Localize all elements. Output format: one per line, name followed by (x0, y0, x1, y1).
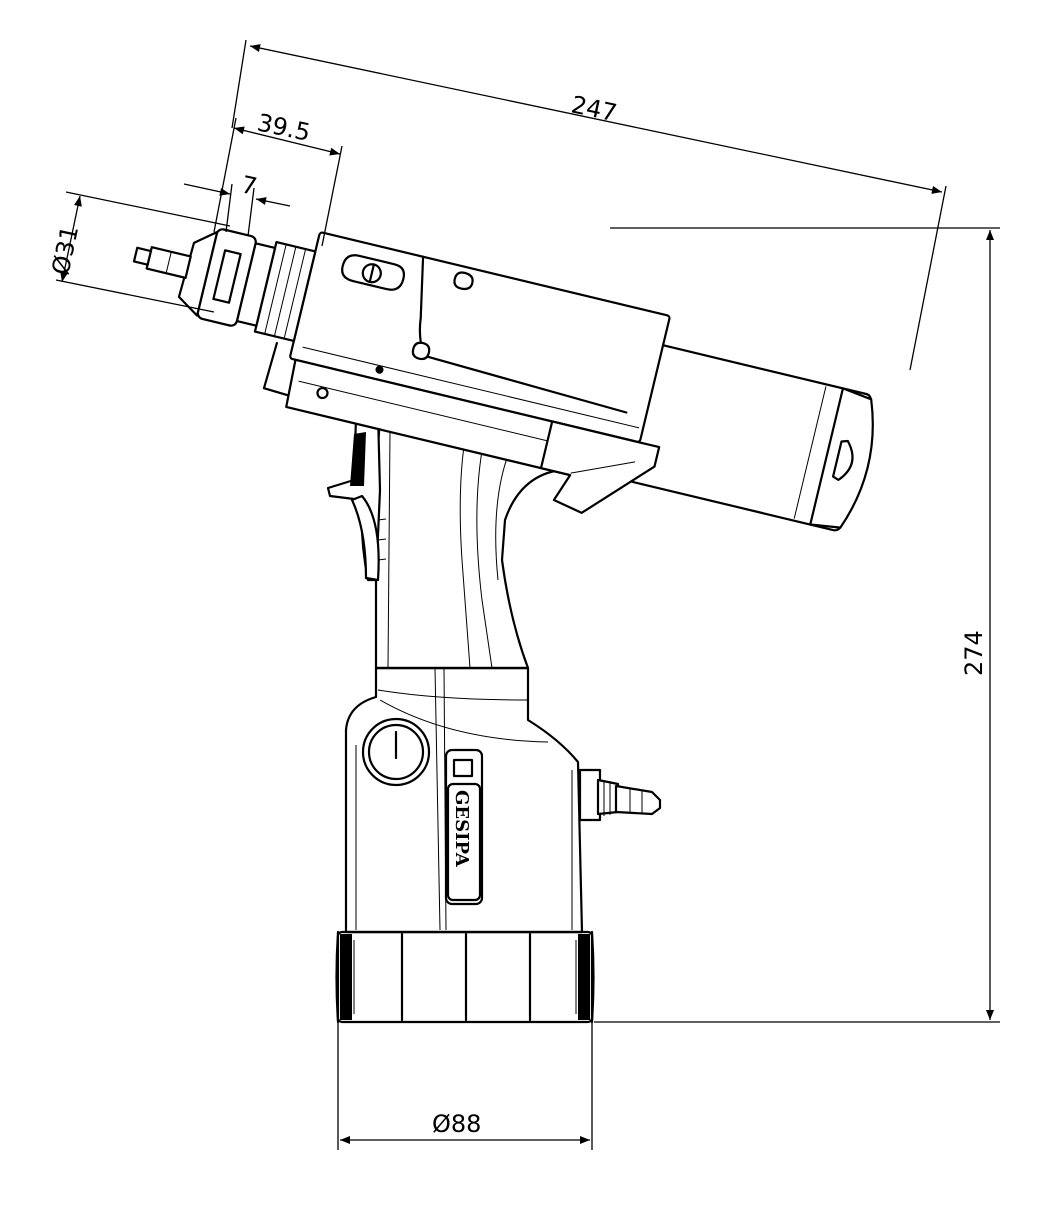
base-collar (335, 930, 595, 1024)
brand-logo-text: GESIPA (451, 790, 472, 868)
brand-plate: GESIPA (444, 748, 484, 906)
dim-label-7: 7 (239, 170, 260, 201)
nose-piece (132, 228, 317, 343)
tool-outline: GESIPA (132, 228, 874, 1024)
dim-base-diameter: Ø88 (337, 1022, 593, 1150)
dim-overall-height: 274 (594, 227, 1000, 1023)
dim-label-d88: Ø88 (432, 1110, 481, 1138)
dim-nose-length: 7 (183, 170, 291, 237)
air-inlet-fitting (578, 768, 662, 822)
release-knob (361, 717, 431, 787)
dim-label-39-5: 39.5 (255, 108, 313, 146)
dim-label-274: 274 (960, 630, 988, 676)
barrel-assembly (132, 228, 874, 532)
dim-head-length: 39.5 (213, 108, 343, 247)
trigger (326, 412, 387, 582)
dim-label-247: 247 (569, 90, 620, 127)
dim-label-d31: Ø31 (46, 223, 84, 277)
